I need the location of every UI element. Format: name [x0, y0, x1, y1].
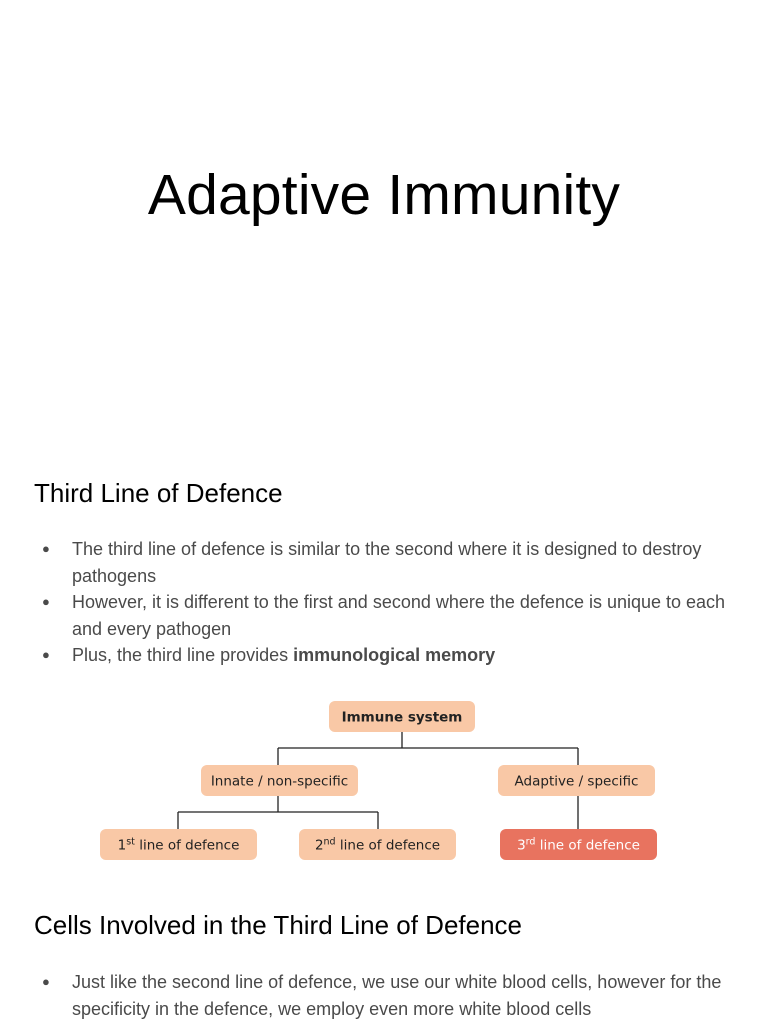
- node-adaptive: Adaptive / specific: [498, 765, 655, 796]
- bullet-icon: ●: [42, 647, 50, 662]
- bullet-icon: ●: [42, 541, 50, 556]
- node-innate: Innate / non-specific: [201, 765, 358, 796]
- diagram-connectors: [177, 732, 579, 829]
- node-label: Immune system: [342, 710, 463, 726]
- section-heading-cells: Cells Involved in the Third Line of Defe…: [34, 910, 523, 940]
- bullet-bold-term: immunological memory: [293, 645, 496, 665]
- page-title: Adaptive Immunity: [147, 163, 621, 227]
- section-heading-third-line: Third Line of Defence: [34, 478, 283, 508]
- bullet-text: However, it is different to the first an…: [72, 592, 726, 639]
- node-label: Innate / non-specific: [211, 774, 348, 790]
- node-second-line: 2nd line of defence: [299, 829, 456, 860]
- node-label: 1st line of defence: [118, 837, 240, 854]
- list-item: ● Just like the second line of defence, …: [34, 969, 744, 1022]
- bullet-text: The third line of defence is similar to …: [72, 539, 702, 586]
- bullet-list-cells: ● Just like the second line of defence, …: [34, 969, 744, 1022]
- bullet-list-third-line: ● The third line of defence is similar t…: [34, 536, 744, 669]
- node-third-line: 3rd line of defence: [500, 829, 657, 860]
- node-label: Adaptive / specific: [515, 774, 639, 790]
- node-label: 2nd line of defence: [315, 837, 440, 854]
- immune-system-diagram: Immune system Innate / non-specific Adap…: [100, 701, 657, 860]
- bullet-text: Plus, the third line provides: [72, 645, 294, 665]
- bullet-icon: ●: [42, 594, 50, 609]
- node-label: 3rd line of defence: [517, 837, 640, 854]
- node-first-line: 1st line of defence: [100, 829, 257, 860]
- bullet-text: Just like the second line of defence, we…: [72, 972, 722, 1019]
- list-item: ● The third line of defence is similar t…: [34, 536, 744, 589]
- node-immune-system: Immune system: [329, 701, 475, 732]
- list-item: ● Plus, the third line provides immunolo…: [34, 642, 744, 669]
- list-item: ● However, it is different to the first …: [34, 589, 744, 642]
- bullet-icon: ●: [42, 974, 50, 989]
